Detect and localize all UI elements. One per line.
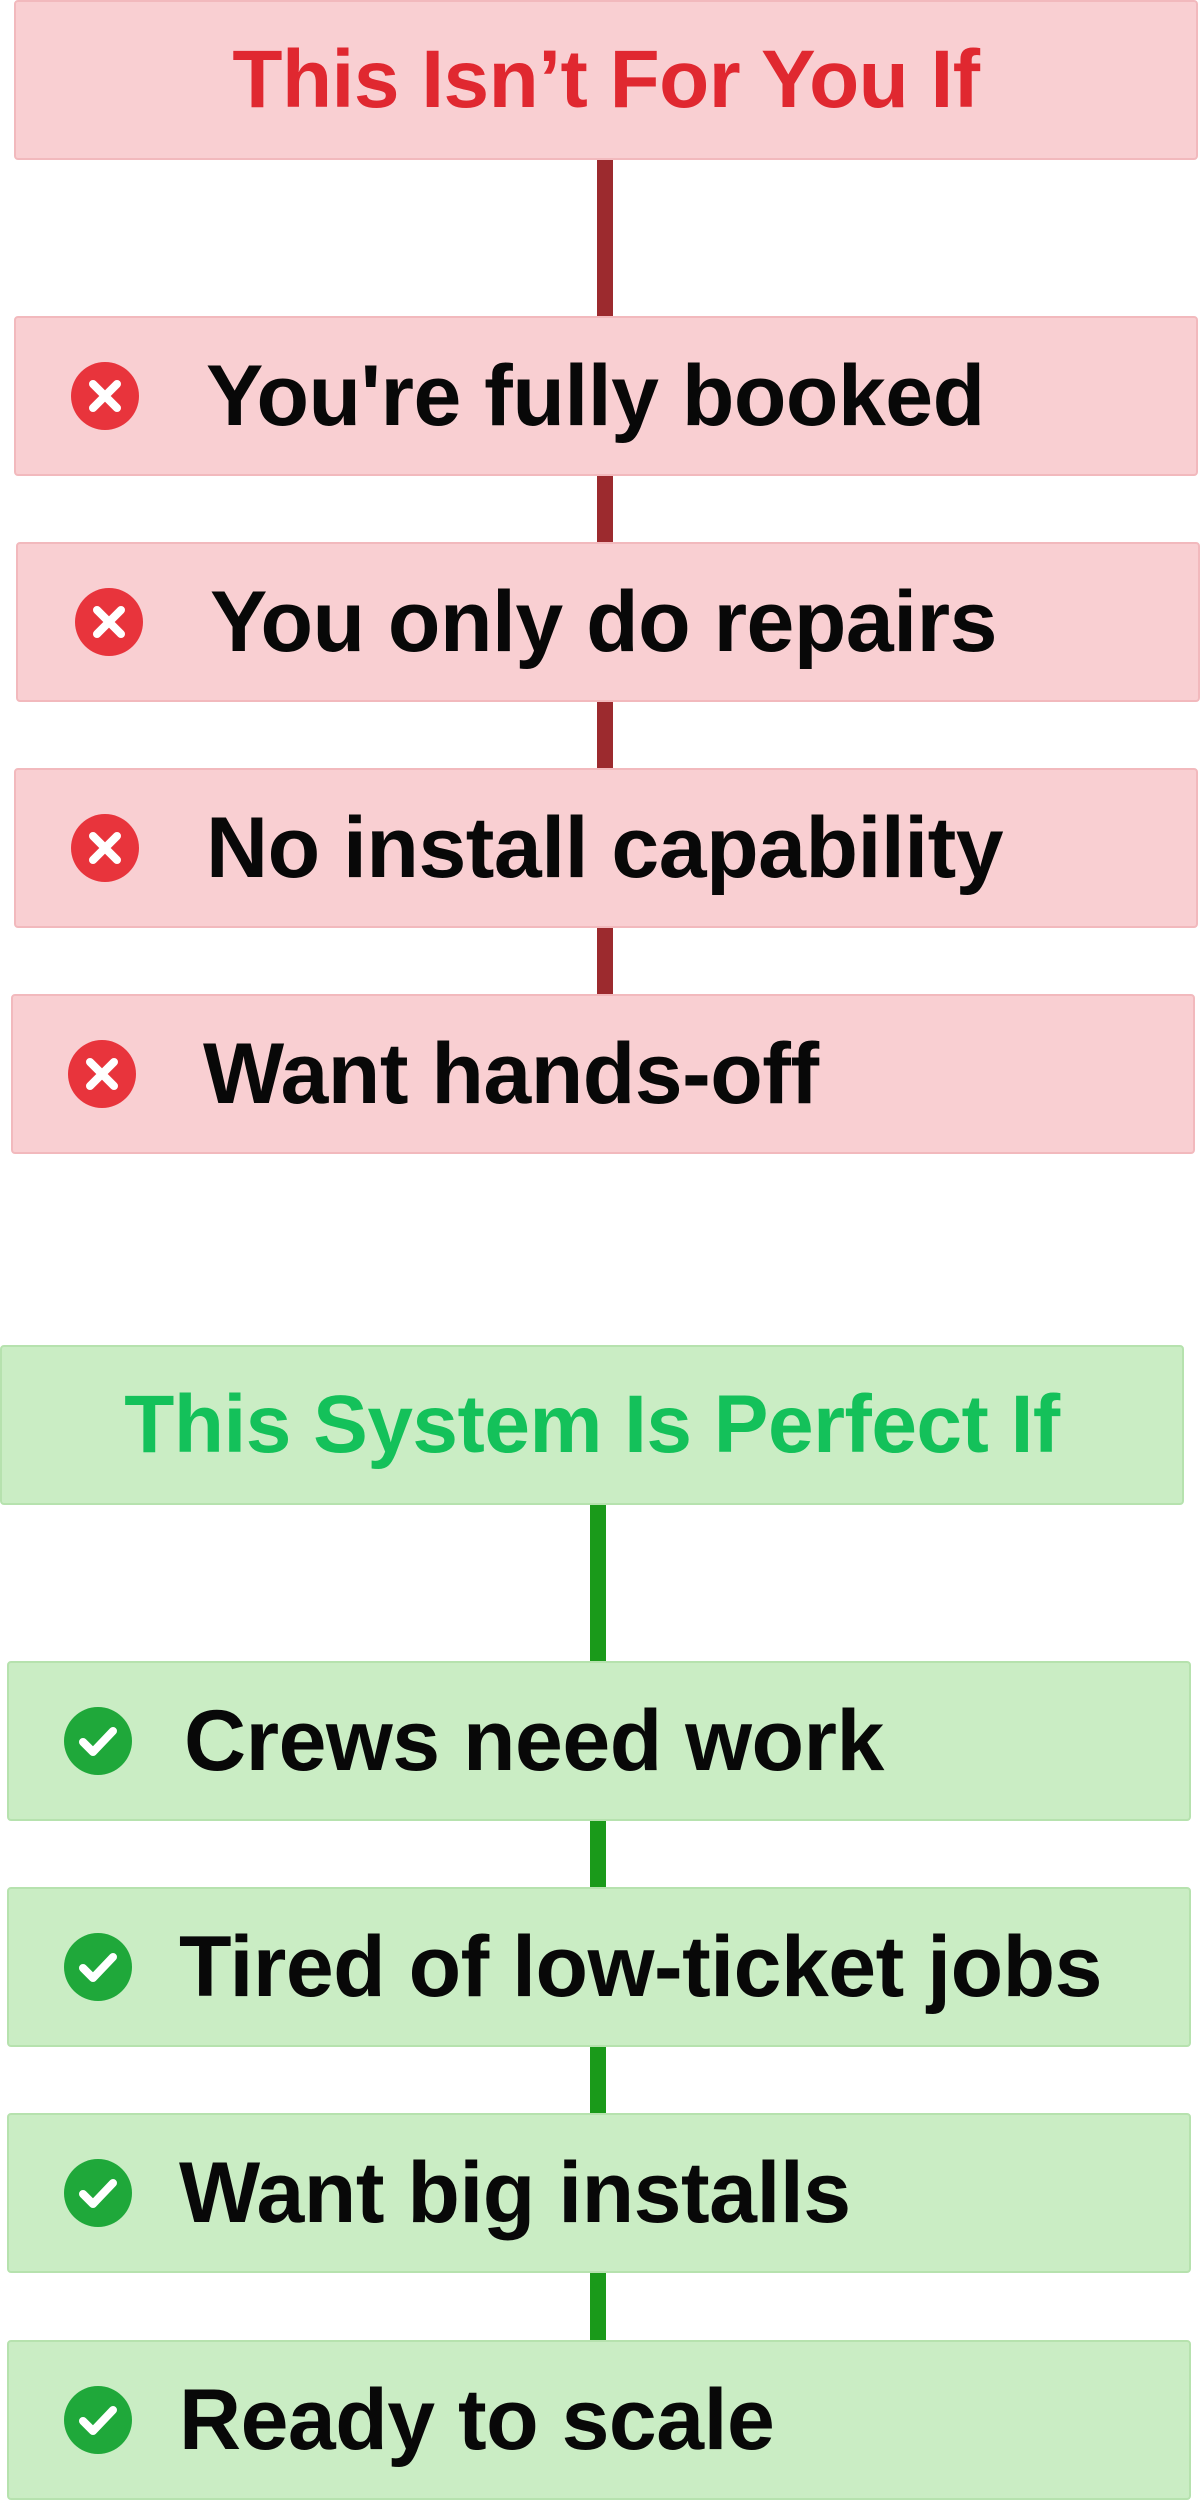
not-for-you-item: Want hands-off xyxy=(11,994,1195,1154)
perfect-if-item: Ready to scale xyxy=(7,2340,1191,2500)
perfect-if-item: Want big installs xyxy=(7,2113,1191,2273)
perfect-if-item: Tired of low-ticket jobs xyxy=(7,1887,1191,2047)
not-for-you-item-label: Want hands-off xyxy=(203,1025,819,1122)
perfect-if-title-box: This System Is Perfect If xyxy=(0,1345,1184,1505)
perfect-if-title: This System Is Perfect If xyxy=(124,1379,1060,1470)
check-circle-icon xyxy=(64,2159,132,2227)
not-for-you-item: You only do repairs xyxy=(16,542,1200,702)
perfect-if-item-label: Want big installs xyxy=(179,2144,851,2241)
perfect-if-item: Crews need work xyxy=(7,1661,1191,1821)
not-for-you-title-box: This Isn’t For You If xyxy=(14,0,1198,160)
not-for-you-title: This Isn’t For You If xyxy=(232,34,980,125)
check-circle-icon xyxy=(64,2386,132,2454)
x-circle-icon xyxy=(68,1040,136,1108)
perfect-if-item-label: Ready to scale xyxy=(179,2371,775,2468)
x-circle-icon xyxy=(71,362,139,430)
check-circle-icon xyxy=(64,1707,132,1775)
x-circle-icon xyxy=(75,588,143,656)
perfect-if-item-label: Crews need work xyxy=(184,1692,884,1789)
perfect-if-item-label: Tired of low-ticket jobs xyxy=(179,1918,1102,2015)
not-for-you-item: No install capability xyxy=(14,768,1198,928)
not-for-you-item-label: You're fully booked xyxy=(206,347,985,444)
not-for-you-item-label: No install capability xyxy=(206,799,1004,896)
not-for-you-item-label: You only do repairs xyxy=(210,573,997,670)
x-circle-icon xyxy=(71,814,139,882)
check-circle-icon xyxy=(64,1933,132,2001)
not-for-you-item: You're fully booked xyxy=(14,316,1198,476)
